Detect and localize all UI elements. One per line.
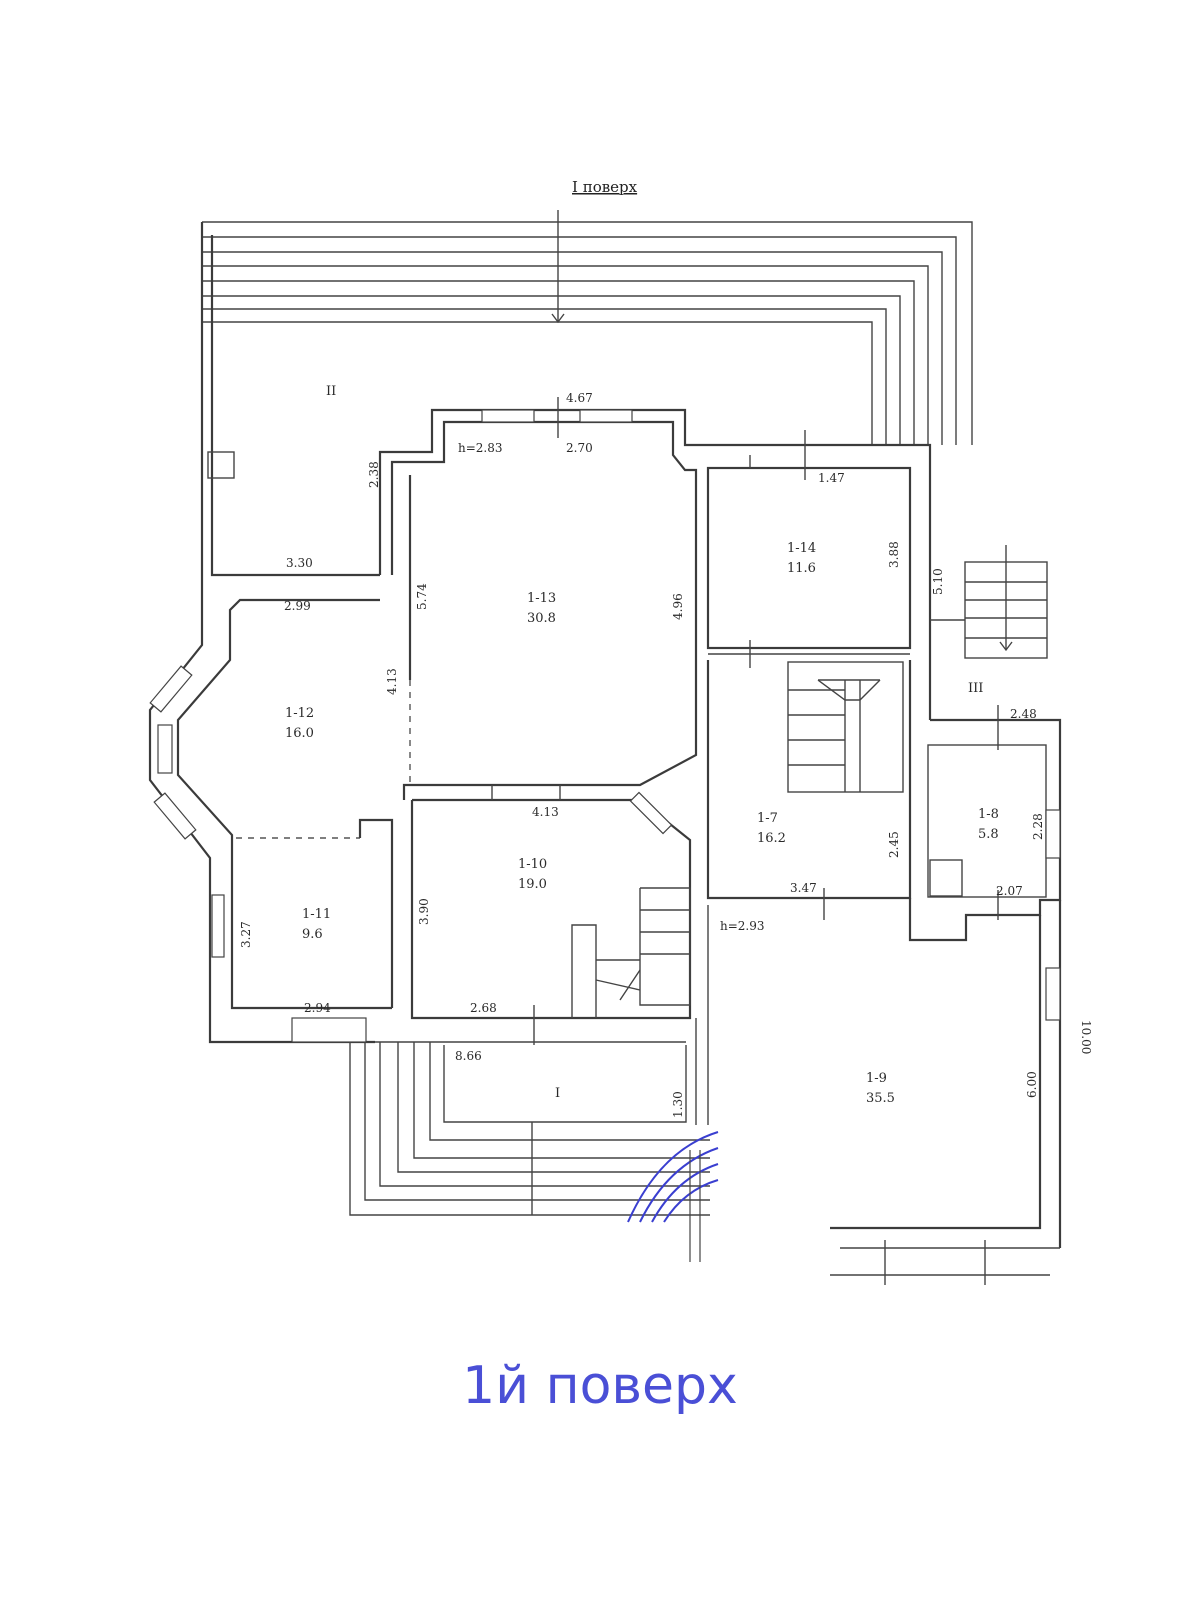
room-1-7-code: 1-7 (757, 811, 778, 826)
dim: 5.74 (415, 583, 429, 610)
window (153, 792, 197, 840)
window (481, 409, 535, 423)
dim: 4.13 (385, 668, 399, 695)
room-I-code: I (555, 1086, 560, 1101)
room-1-11-code: 1-11 (302, 907, 331, 922)
room-1-10-walls (410, 785, 692, 1045)
stamp-scribble (627, 1131, 719, 1262)
dim: 6.00 (1025, 1071, 1039, 1098)
dim: 2.28 (1031, 813, 1045, 840)
dim: 1.30 (671, 1091, 685, 1118)
room-1-14-walls (706, 430, 912, 650)
exterior-stair-III (930, 545, 1048, 659)
dim: 4.67 (566, 391, 593, 405)
dim: 2.45 (887, 831, 901, 858)
room-1-10-area: 19.0 (518, 877, 547, 892)
dim: 2.99 (284, 599, 311, 613)
room-1-11-walls (211, 818, 394, 1043)
room-1-13-area: 30.8 (527, 611, 556, 626)
dim: 5.10 (931, 568, 945, 595)
room-III-code: III (968, 681, 983, 696)
dim: 4.13 (532, 805, 559, 819)
dim: 1.47 (818, 471, 845, 485)
dimension-labels: 4.67 2.70 h=2.83 2.38 1.47 3.30 2.99 5.7… (239, 391, 1093, 1118)
room-1-9-code: 1-9 (866, 1071, 887, 1086)
dim: 3.30 (286, 556, 313, 570)
room-II-code: II (326, 384, 336, 399)
dim: 10.00 (1079, 1020, 1093, 1054)
dim: 3.88 (887, 541, 901, 568)
window (211, 894, 225, 958)
window (291, 1017, 367, 1043)
window (629, 791, 673, 835)
window (149, 665, 193, 713)
window (157, 724, 173, 774)
window (579, 409, 633, 423)
window (1045, 809, 1061, 859)
room-1-12-area: 16.0 (285, 726, 314, 741)
dim: 8.66 (455, 1049, 482, 1063)
floor-caption: 1й поверх (462, 1356, 738, 1416)
dim: 3.27 (239, 921, 253, 948)
column-icon (207, 451, 235, 479)
dim: 2.94 (304, 1001, 331, 1015)
room-1-7-area: 16.2 (757, 831, 786, 846)
room-1-11-area: 9.6 (302, 927, 323, 942)
dim: 3.90 (417, 898, 431, 925)
window (1045, 967, 1061, 1021)
room-1-14-code: 1-14 (787, 541, 816, 556)
plan-title: I поверх (572, 178, 638, 196)
dim: h=2.93 (720, 919, 765, 933)
room-1-10-code: 1-10 (518, 857, 547, 872)
room-1-12-walls (149, 598, 392, 1010)
room-1-9-area: 35.5 (866, 1091, 895, 1106)
dim: 2.48 (1010, 707, 1037, 721)
stair-icon (571, 887, 691, 1018)
room-1-7-walls (706, 640, 912, 920)
room-1-8-area: 5.8 (978, 827, 999, 842)
terrace-II-outline (148, 222, 380, 1044)
dim: 2.38 (367, 461, 381, 488)
dim: 2.07 (996, 884, 1023, 898)
room-1-12-code: 1-12 (285, 706, 314, 721)
room-1-14-area: 11.6 (787, 561, 816, 576)
dim: 3.47 (790, 881, 817, 895)
dim: 2.68 (470, 1001, 497, 1015)
room-1-9-walls (695, 900, 1062, 1285)
room-1-8-code: 1-8 (978, 807, 999, 822)
terrace-I (349, 1041, 719, 1262)
stove-icon (929, 859, 963, 897)
stair-icon (787, 661, 904, 793)
top-terrace-steps (202, 210, 973, 445)
room-1-13-walls (378, 397, 932, 800)
dim: 2.70 (566, 441, 593, 455)
dim: h=2.83 (458, 441, 503, 455)
room-1-13-code: 1-13 (527, 591, 556, 606)
dim: 4.96 (671, 593, 685, 620)
room-labels: II 1-13 30.8 1-14 11.6 1-12 16.0 III 1-7… (285, 384, 999, 1106)
